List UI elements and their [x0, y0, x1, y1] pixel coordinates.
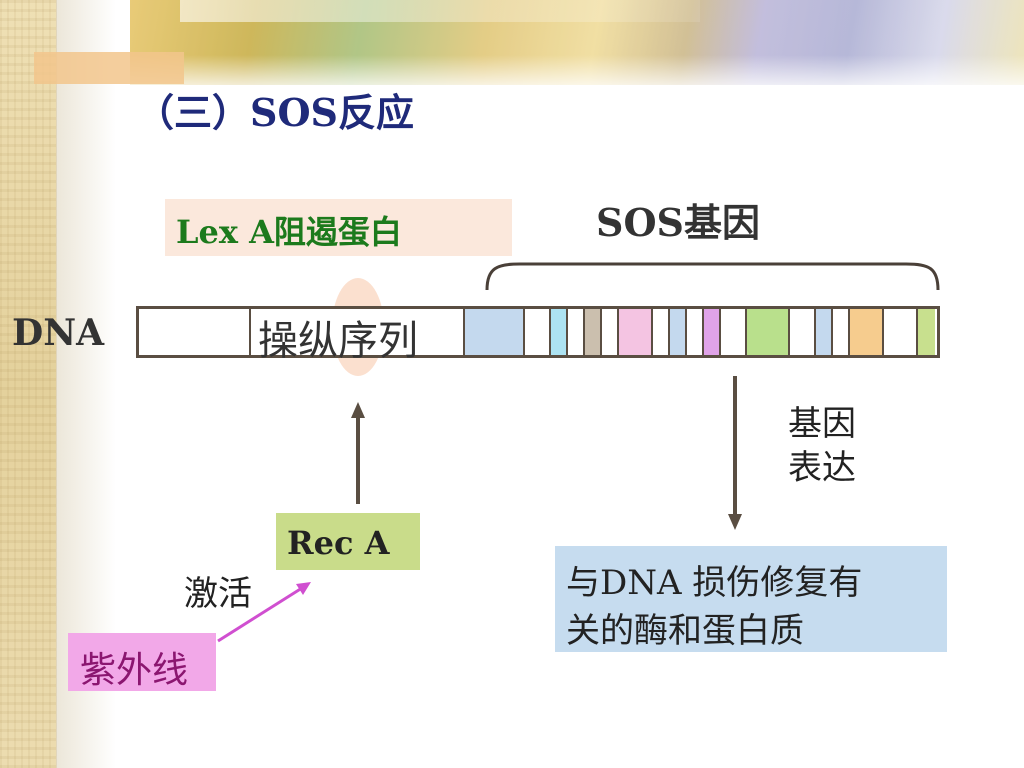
- sos-gene-segment: [465, 309, 525, 355]
- sos-gene-segment: [670, 309, 687, 355]
- reca-arrow-head: [351, 402, 365, 418]
- top-banner-highlight: [180, 0, 700, 22]
- uv-arrow-line: [217, 586, 303, 643]
- activate-label: 激活: [184, 574, 252, 614]
- sos-gene-segment: [704, 309, 721, 355]
- uv-box: [68, 633, 216, 691]
- dna-label: DNA: [12, 312, 105, 354]
- sos-gene-segment: [790, 309, 816, 355]
- repair-enzymes-line1: 与DNA 损伤修复有: [566, 563, 863, 603]
- sos-gene-segment: [653, 309, 670, 355]
- sos-gene-segment: [602, 309, 619, 355]
- orange-accent-bar: [34, 52, 184, 84]
- sos-gene-segment: [551, 309, 568, 355]
- reca-box: [276, 513, 420, 570]
- uv-label: 紫外线: [80, 650, 189, 691]
- sos-gene-segment: [568, 309, 585, 355]
- slide-title: （三）SOS反应: [136, 90, 414, 135]
- sos-gene-segment: [816, 309, 833, 355]
- dna-leading-region: [139, 309, 251, 355]
- sos-gene-segment: [850, 309, 884, 355]
- gene-expression-label-line1: 基因: [788, 404, 856, 444]
- sos-gene-segment: [525, 309, 551, 355]
- expression-arrow-head: [728, 514, 742, 530]
- repressor-label: Lex A阻遏蛋白: [176, 213, 402, 251]
- repair-enzymes-box: [555, 546, 947, 652]
- sos-gene-segment: [619, 309, 653, 355]
- dna-strand: [136, 306, 940, 358]
- sos-gene-segment: [747, 309, 790, 355]
- gene-expression-label-line2: 表达: [788, 448, 856, 488]
- sos-gene-segment: [721, 309, 747, 355]
- operator-label: 操纵序列: [258, 318, 418, 364]
- sos-gene-segment: [585, 309, 602, 355]
- sos-genes-brace: [485, 262, 940, 291]
- uv-arrow-head: [296, 582, 311, 595]
- sos-gene-segment: [884, 309, 918, 355]
- sos-gene-segment: [833, 309, 850, 355]
- sos-genes-label: SOS基因: [596, 200, 760, 245]
- repressor-box: [165, 199, 512, 256]
- operator-region: [251, 309, 465, 355]
- repair-enzymes-line2: 关的酶和蛋白质: [566, 611, 804, 651]
- sos-gene-segment: [687, 309, 704, 355]
- top-banner-fade: [116, 55, 1024, 95]
- sos-gene-segment: [918, 309, 935, 355]
- reca-label: Rec A: [287, 524, 390, 562]
